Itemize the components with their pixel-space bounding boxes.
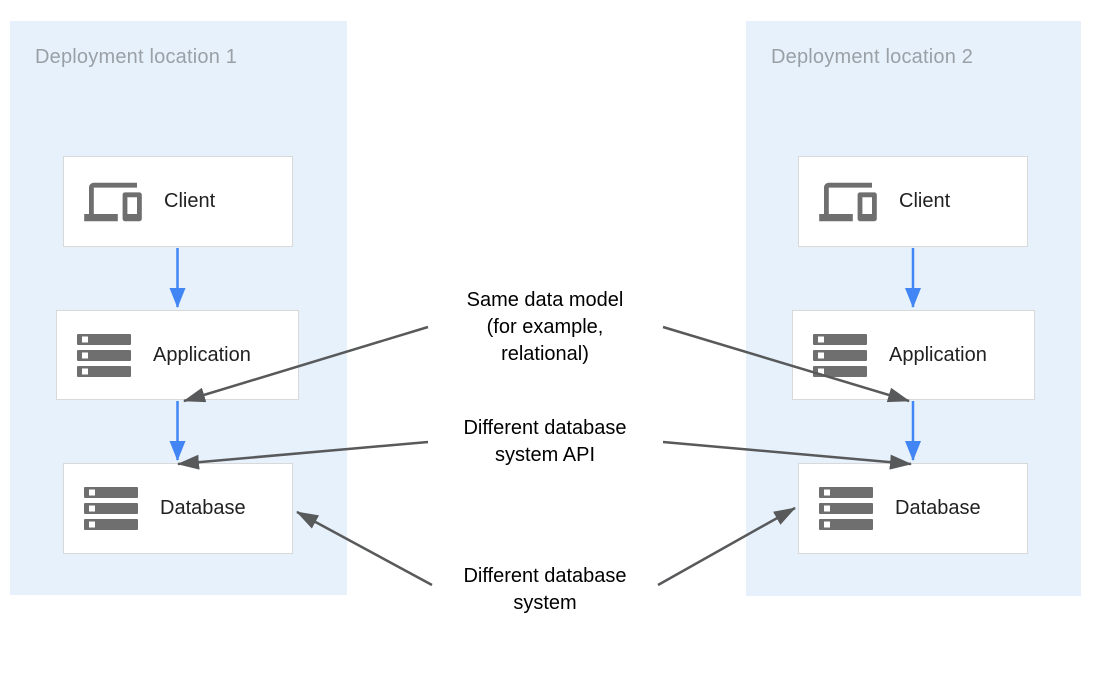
- zone-2-title: Deployment location 2: [771, 46, 974, 68]
- storage-icon: [77, 333, 131, 377]
- storage-icon: [819, 487, 873, 530]
- annotation-line: relational): [501, 343, 589, 365]
- client-node-2: Client: [798, 156, 1028, 247]
- annotation-line: Different database: [463, 417, 627, 439]
- database-node-1: Database: [63, 463, 293, 554]
- application-node-2: Application: [792, 310, 1035, 400]
- application-node-1: Application: [56, 310, 299, 400]
- annotation-different-db-system: Different database system: [415, 563, 675, 617]
- devices-icon: [819, 178, 877, 226]
- node-label: Application: [889, 343, 987, 366]
- client-node-1: Client: [63, 156, 293, 247]
- annotation-line: Same data model: [466, 289, 624, 311]
- node-label: Client: [164, 190, 216, 212]
- node-label: Application: [153, 343, 251, 366]
- annotation-different-db-api: Different database system API: [415, 415, 675, 469]
- node-label: Database: [160, 497, 246, 519]
- devices-icon: [84, 178, 142, 226]
- annotation-line: Different database: [463, 565, 627, 587]
- storage-icon: [813, 333, 867, 377]
- annotation-same-data-model: Same data model (for example, relational…: [415, 287, 675, 368]
- database-node-2: Database: [798, 463, 1028, 554]
- zone-1-title: Deployment location 1: [35, 46, 238, 68]
- node-label: Client: [899, 190, 951, 212]
- annotation-line: system API: [494, 444, 596, 466]
- annotation-line: (for example,: [486, 316, 604, 338]
- node-label: Database: [895, 497, 981, 519]
- storage-icon: [84, 487, 138, 530]
- annotation-line: system: [513, 592, 577, 614]
